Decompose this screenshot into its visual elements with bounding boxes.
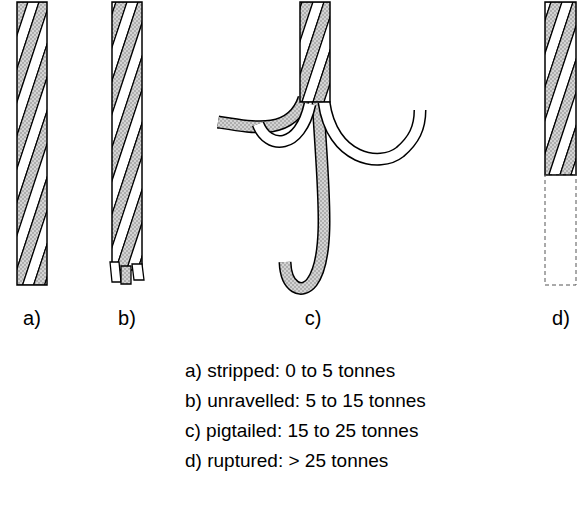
caption-line: a) stripped: 0 to 5 tonnes (185, 360, 395, 383)
wire-strand (472, 2, 579, 175)
caption-line: c) pigtailed: 15 to 25 tonnes (185, 420, 418, 443)
wire-strand (247, 2, 379, 102)
caption-line: d) ruptured: > 25 tonnes (185, 450, 388, 473)
figure-letter: b) (118, 306, 136, 330)
wire-strand (6, 2, 248, 270)
loose-wire-ends (110, 262, 144, 284)
caption-line: b) unravelled: 5 to 15 tonnes (185, 390, 426, 413)
figure-letter: a) (23, 306, 41, 330)
pigtailed-wires (218, 98, 420, 288)
missing-strand-outline (545, 175, 576, 285)
figure-letter: c) (305, 306, 322, 330)
figure-letter: d) (552, 306, 570, 330)
